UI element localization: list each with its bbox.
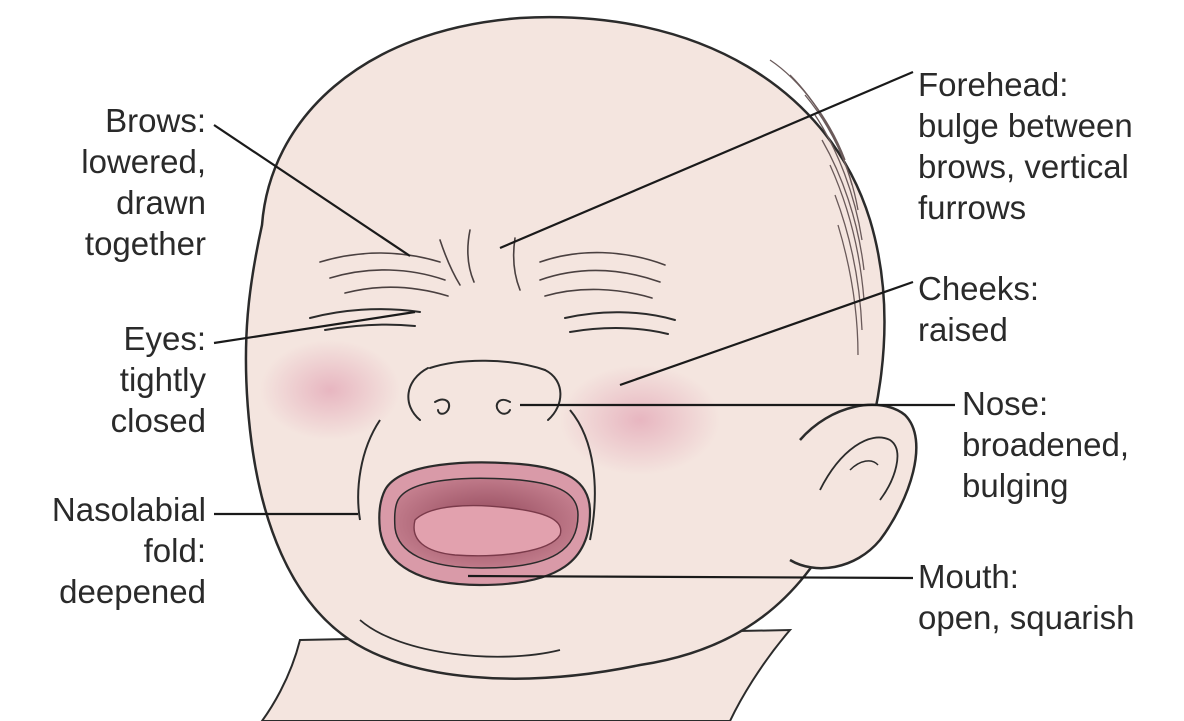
- label-line: Forehead:: [918, 64, 1178, 105]
- label-line: drawn: [40, 182, 206, 223]
- right-cheek-blush: [560, 365, 720, 475]
- label-line: Nasolabial: [20, 489, 206, 530]
- nasolabial-fold-label: Nasolabial fold: deepened: [20, 489, 206, 612]
- label-line: Cheeks:: [918, 268, 1118, 309]
- forehead-label: Forehead: bulge between brows, vertical …: [918, 64, 1178, 228]
- label-line: bulge between: [918, 105, 1178, 146]
- label-line: brows, vertical: [918, 146, 1178, 187]
- label-line: lowered,: [40, 141, 206, 182]
- label-line: Eyes:: [40, 318, 206, 359]
- mouth: [379, 462, 590, 585]
- label-line: Brows:: [40, 100, 206, 141]
- mouth-label: Mouth: open, squarish: [918, 556, 1178, 638]
- label-line: furrows: [918, 187, 1178, 228]
- label-line: Mouth:: [918, 556, 1178, 597]
- label-line: closed: [40, 400, 206, 441]
- label-line: broadened,: [962, 424, 1172, 465]
- label-line: fold:: [20, 530, 206, 571]
- label-line: bulging: [962, 465, 1172, 506]
- brows-label: Brows: lowered, drawn together: [40, 100, 206, 264]
- label-line: together: [40, 223, 206, 264]
- tongue: [414, 506, 561, 556]
- cheeks-label: Cheeks: raised: [918, 268, 1118, 350]
- label-line: raised: [918, 309, 1118, 350]
- label-line: deepened: [20, 571, 206, 612]
- label-line: tightly: [40, 359, 206, 400]
- label-line: Nose:: [962, 383, 1172, 424]
- label-line: open, squarish: [918, 597, 1178, 638]
- eyes-label: Eyes: tightly closed: [40, 318, 206, 441]
- ear: [790, 405, 916, 568]
- nose-label: Nose: broadened, bulging: [962, 383, 1172, 506]
- left-cheek-blush: [260, 340, 400, 440]
